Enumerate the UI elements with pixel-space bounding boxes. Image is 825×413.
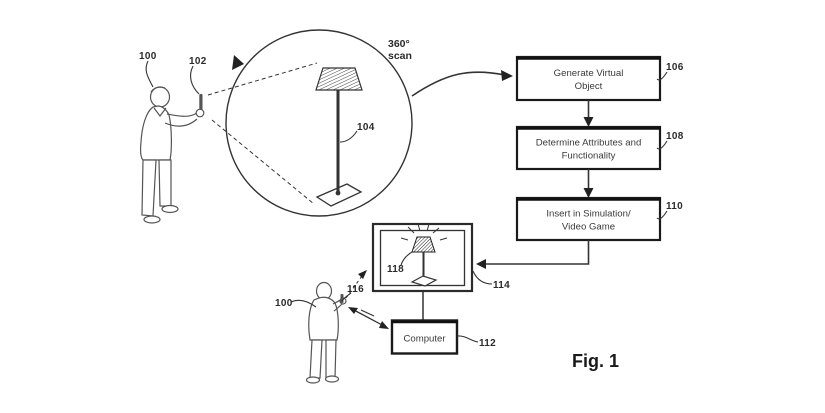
person2-leg-left [309,339,323,379]
person1-leg-front [158,159,172,207]
flow-arrowhead-2-icon [583,188,594,198]
person-scanning [140,86,205,224]
figure-caption: Fig. 1 [572,351,619,371]
scan-circle-arrow [225,29,413,217]
scan-label-line1: 360° [388,38,410,50]
lamp-pole-foot [335,190,341,196]
controller-to-display-arrowhead-icon [358,270,367,279]
lamp-shade [315,67,363,91]
ref-computer: 112 [479,338,496,349]
link-arrowhead-computer-icon [379,321,389,329]
generate-step-label-line2: Object [575,81,603,92]
leader-114 [472,270,493,285]
ref-lamp: 104 [357,122,375,133]
leader-110 [656,210,668,220]
ref-person2: 100 [275,298,293,309]
leader-102 [190,65,200,95]
attributes-step-label-line1: Determine Attributes and [536,138,642,149]
virtual-lamp-light-rays-icon [400,223,448,241]
ref-person1: 100 [139,51,157,62]
reference-numerals: 100 102 104 106 108 110 112 114 118 116 … [139,51,684,349]
scan-fov-lower-line [211,119,315,205]
person1-torso [140,105,172,161]
ref-generate: 106 [666,62,684,73]
controller-computer-link-arrow [348,307,389,329]
generate-step-label-line1: Generate Virtual [554,68,624,79]
person2-foot-left [305,376,321,384]
scan-label-line2: scan [388,50,412,62]
leader-100b [290,299,317,308]
insert-step-label-line1: Insert in Simulation/ [546,209,631,220]
leader-112 [456,335,479,343]
flow-to-display-connector [480,240,590,265]
person2-foot-right [324,375,340,383]
computer-box: Computer [390,319,459,355]
ref-insert: 110 [666,201,683,212]
ref-display: 114 [493,280,510,291]
person-playing [305,281,347,384]
wireless-link-tick-icon [360,309,375,317]
leader-116 [341,292,352,302]
display-monitor [371,222,474,320]
person1-hand [195,108,205,118]
scan-to-flowchart-arrow [411,70,513,97]
virtual-lamp-base [410,275,438,287]
controller-to-display-arrow [345,270,367,299]
person1-foot-front [161,204,179,214]
person1-hair [150,86,166,93]
scan-circle [225,29,413,217]
insert-step-label-line2: Video Game [562,222,615,233]
flowchart-entry-arrowhead-icon [501,70,513,81]
ref-controller: 116 [347,284,364,295]
person2-leg-right [325,339,337,379]
leader-118 [400,251,413,266]
ref-virtual-object: 118 [387,264,404,275]
flow-to-display-arrowhead-icon [476,259,486,269]
virtual-lamp-on-screen [400,223,448,287]
flow-arrowhead-1-icon [583,117,594,127]
ref-attributes: 108 [666,131,684,142]
scan-rotation-arrowhead-icon [232,55,244,70]
scanner-device [199,94,203,110]
person1-foot-back [143,215,161,224]
link-arrowhead-device-icon [348,307,358,314]
leader-108 [656,140,668,150]
computer-label: Computer [403,334,446,345]
person2-torso [308,296,339,341]
leader-106 [656,71,668,81]
scan-fov-upper-line [207,62,318,96]
attributes-step-label-line2: Functionality [562,151,616,162]
person1-collar [153,107,167,117]
flowchart-box-attributes: Determine Attributes and Functionality [515,125,662,171]
leader-100a [145,60,154,88]
real-lamp [315,67,363,207]
controller-device [340,294,344,303]
flowchart-box-insert: Insert in Simulation/ Video Game [515,196,662,242]
person1-arm-lower [164,118,198,127]
person1-leg-back [141,159,157,217]
ref-scanner: 102 [189,56,207,67]
virtual-lamp-shade [411,236,436,253]
leader-104 [339,130,358,143]
flowchart-box-generate: Generate Virtual Object [515,55,662,102]
flowchart: Generate Virtual Object Determine Attrib… [476,55,662,269]
